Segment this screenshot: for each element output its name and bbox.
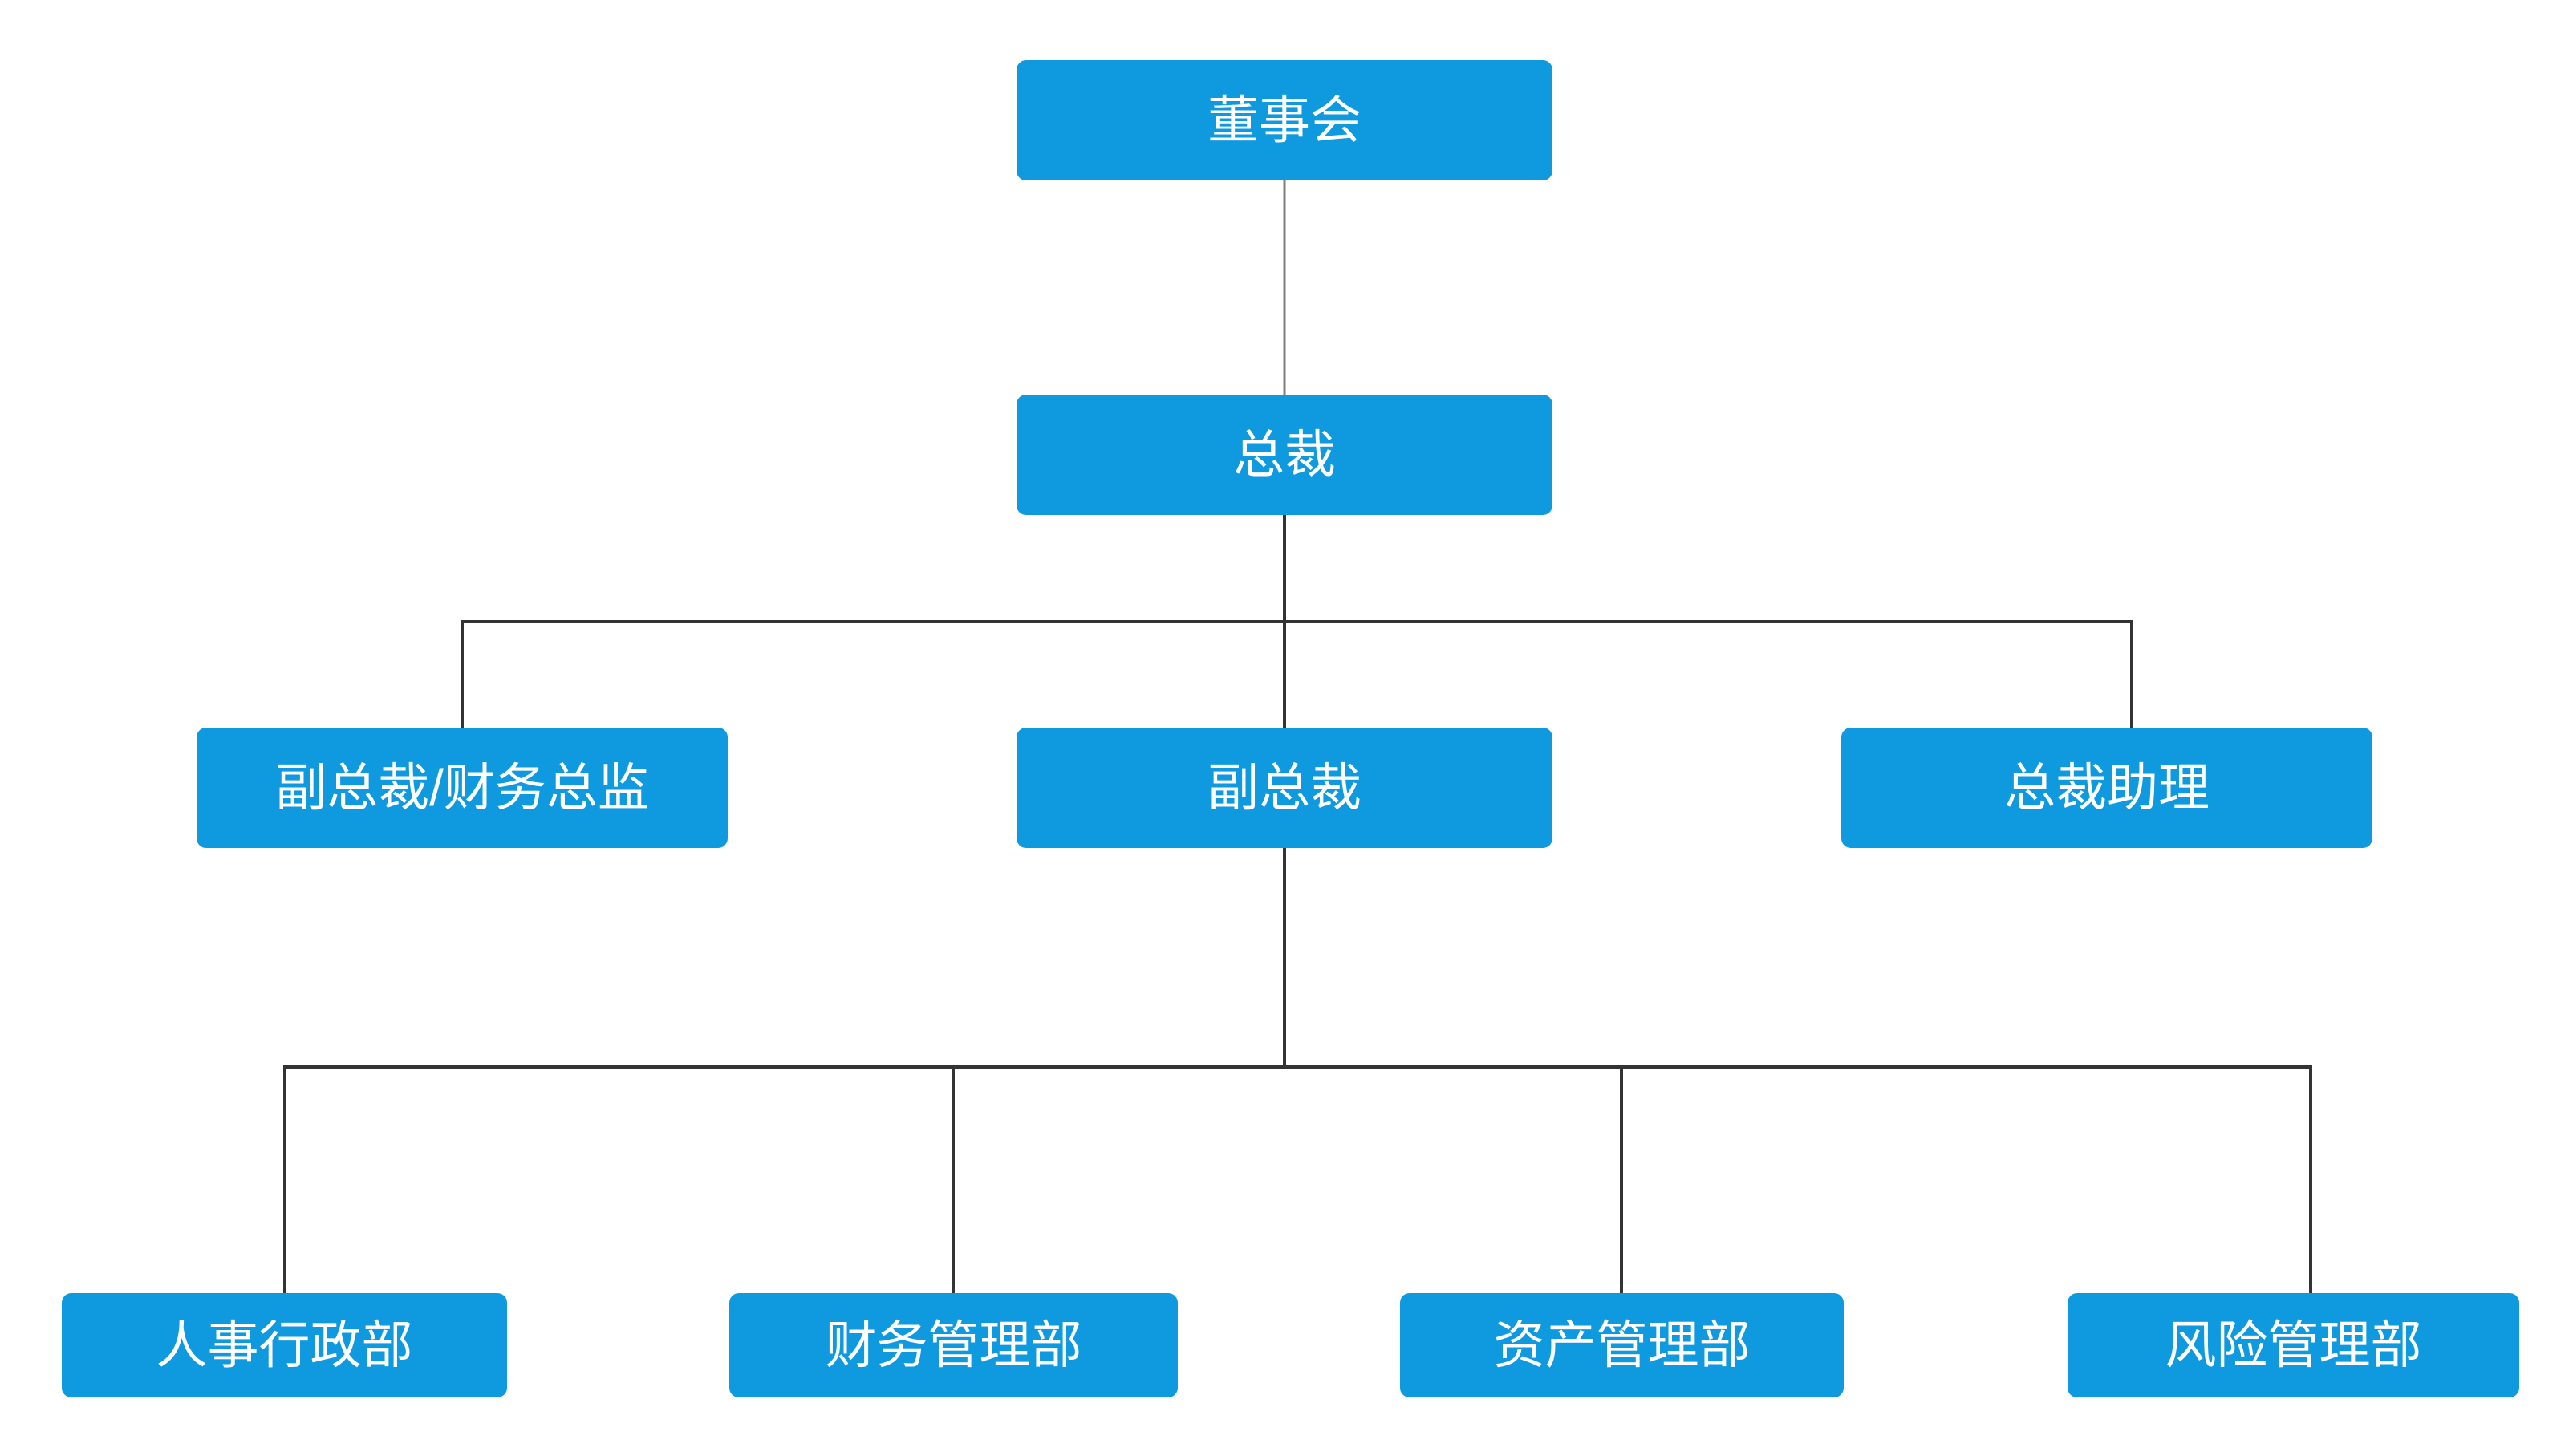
node-finance-dept: 财务管理部 bbox=[729, 1293, 1178, 1397]
node-vp-cfo: 副总裁/财务总监 bbox=[197, 728, 728, 848]
node-president-assistant: 总裁助理 bbox=[1841, 728, 2372, 848]
node-hr-admin-dept-label: 人事行政部 bbox=[156, 1316, 413, 1374]
node-vp: 副总裁 bbox=[1017, 728, 1552, 848]
node-finance-dept-label: 财务管理部 bbox=[825, 1316, 1082, 1374]
node-president: 总裁 bbox=[1017, 395, 1552, 515]
node-asset-dept: 资产管理部 bbox=[1400, 1293, 1844, 1397]
node-board: 董事会 bbox=[1017, 60, 1552, 180]
node-board-label: 董事会 bbox=[1207, 91, 1362, 149]
node-risk-dept-label: 风险管理部 bbox=[2165, 1316, 2422, 1374]
node-asset-dept-label: 资产管理部 bbox=[1493, 1316, 1751, 1374]
connector-president-to-level3 bbox=[461, 620, 2133, 730]
node-risk-dept: 风险管理部 bbox=[2068, 1293, 2519, 1397]
node-president-assistant-label: 总裁助理 bbox=[2004, 759, 2210, 817]
node-vp-cfo-label: 副总裁/财务总监 bbox=[275, 759, 649, 817]
node-vp-label: 副总裁 bbox=[1207, 759, 1362, 817]
connector-vp-to-level4 bbox=[283, 1065, 2312, 1295]
node-president-label: 总裁 bbox=[1233, 426, 1336, 484]
node-hr-admin-dept: 人事行政部 bbox=[62, 1293, 507, 1397]
